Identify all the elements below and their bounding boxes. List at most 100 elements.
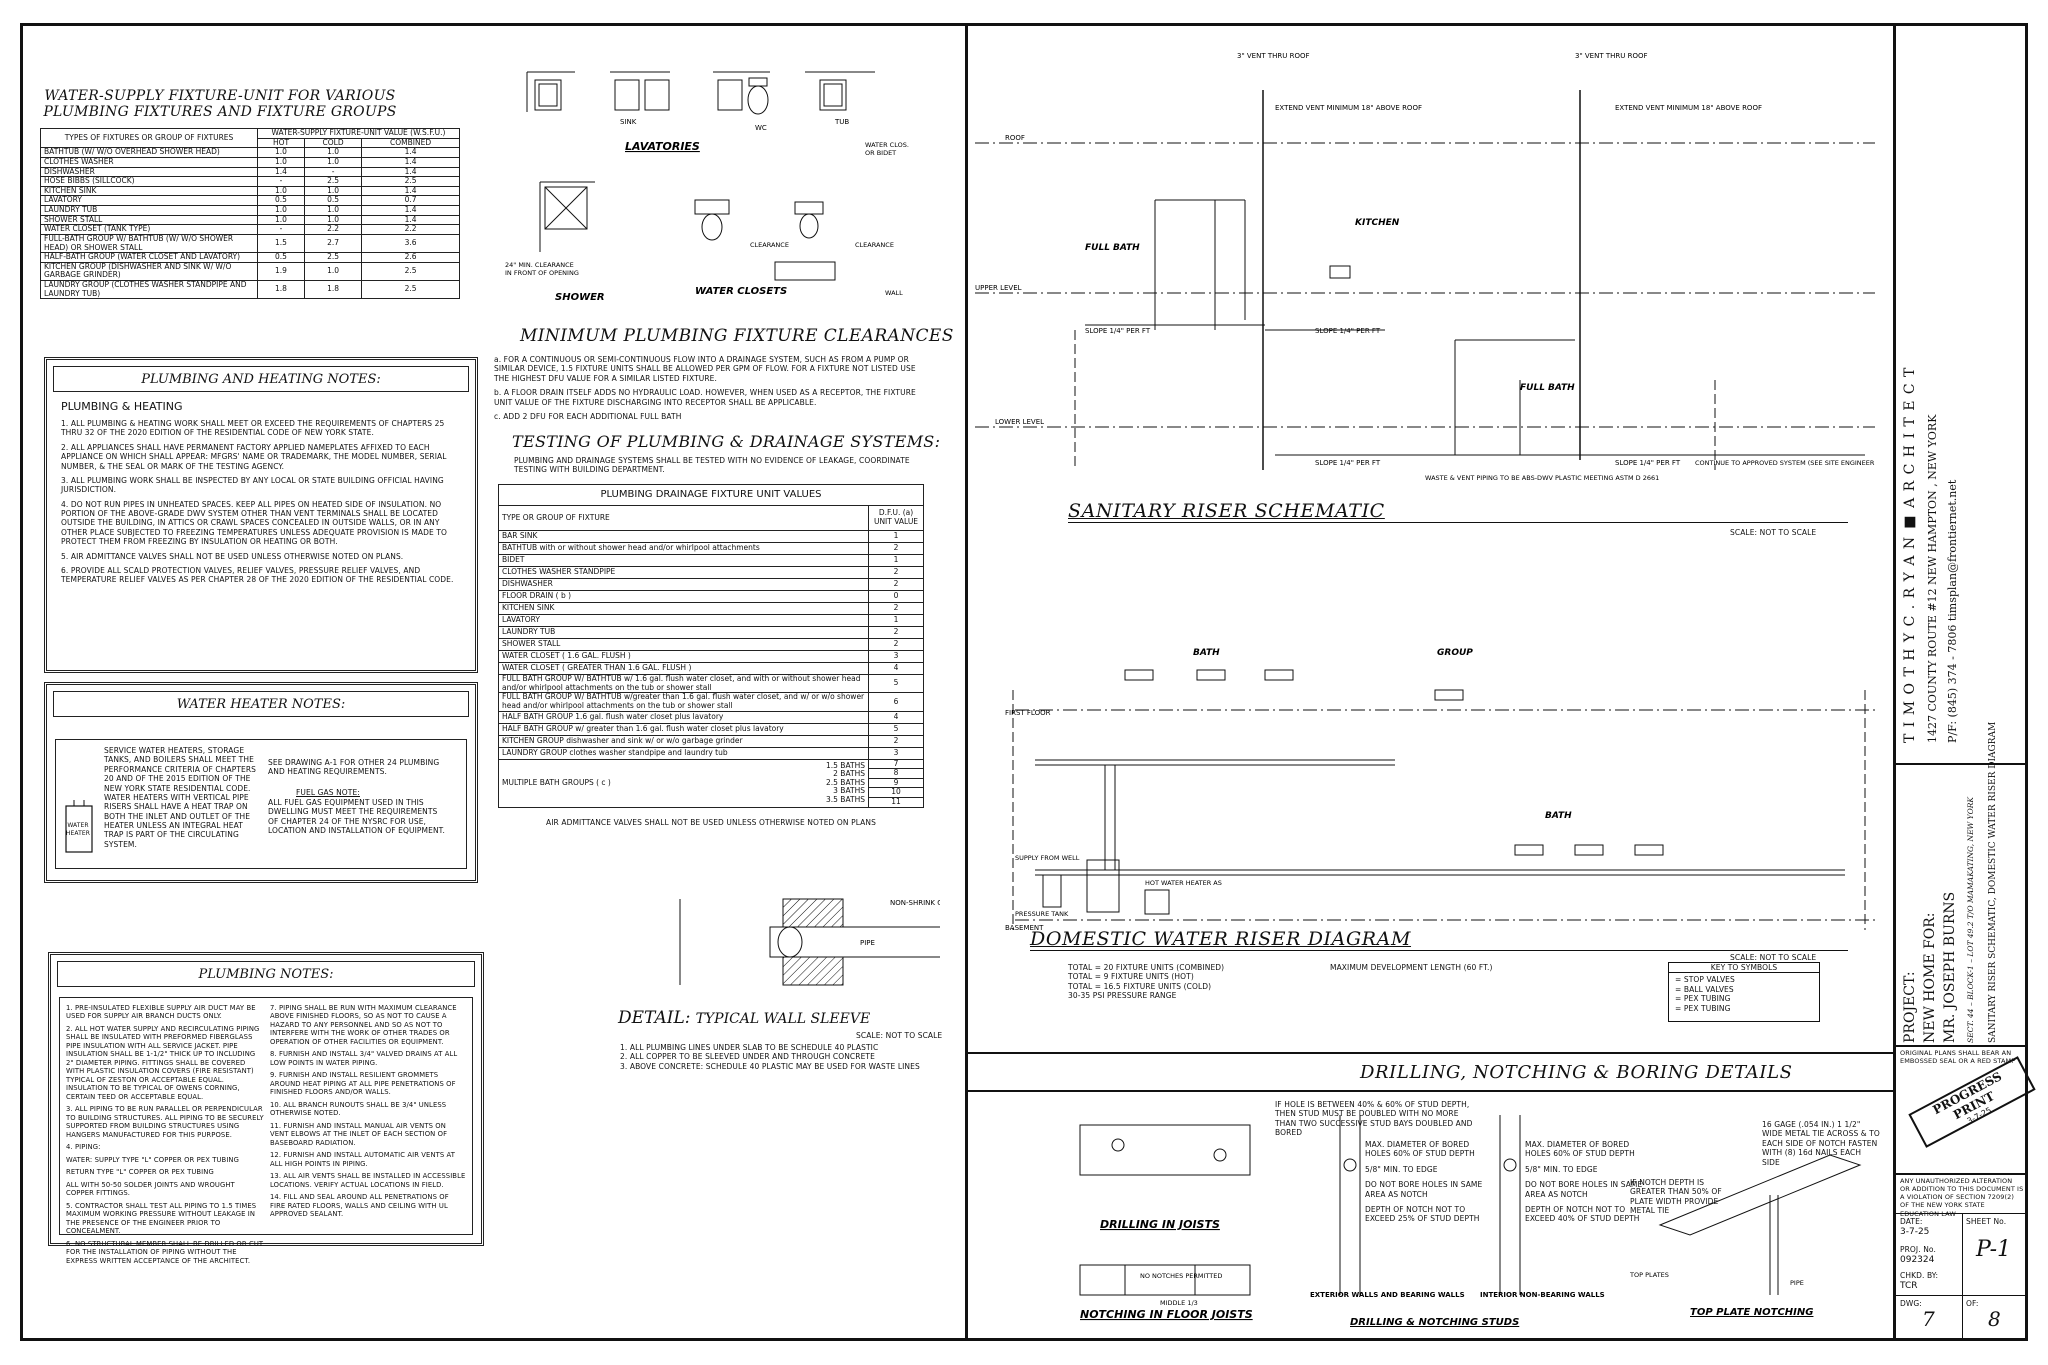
plumbing-note-item: 3. ALL PIPING TO BE RUN PARALLEL OR PERP… (66, 1105, 264, 1139)
dfu-row: HALF BATH GROUP w/ greater than 1.6 gal.… (498, 722, 924, 736)
wsfu-row: BATHTUB (W/ W/O OVERHEAD SHOWER HEAD)1.0… (40, 147, 460, 158)
wsfu-cell-combined: 2.6 (361, 252, 460, 263)
architect-name: T I M O T H Y C . R Y A N ■ A R C H I T … (1902, 366, 1918, 743)
dfu-row: FULL BATH GROUP W/ BATHTUB w/ 1.6 gal. f… (498, 673, 924, 694)
dfu-title: PLUMBING DRAINAGE FIXTURE UNIT VALUES (498, 484, 924, 506)
sheet-no-label: SHEET No. (1966, 1217, 2007, 1226)
wsfu-cell-combined: 1.4 (361, 205, 460, 216)
water-riser-diagram: FIRST FLOOR BASEMENT BATH GROUP BATH HOT… (1005, 648, 1875, 932)
wsfu-table: TYPES OF FIXTURES OR GROUP OF FIXTURES W… (40, 127, 460, 300)
wall-sleeve-notes: 1. ALL PLUMBING LINES UNDER SLAB TO BE S… (620, 1043, 940, 1071)
wsfu-cell-combined: 2.5 (361, 176, 460, 187)
plumbing-heating-item: 2. ALL APPLIANCES SHALL HAVE PERMANENT F… (61, 442, 447, 471)
dfu-cell-value: 1 (868, 614, 924, 627)
plumbing-heating-subtitle: PLUMBING & HEATING (61, 400, 183, 413)
label-pipe: PIPE (860, 939, 875, 947)
top-plates-label: TOP PLATES (1629, 1271, 1669, 1279)
wsfu-cell-name: FULL-BATH GROUP W/ BATHTUB (W/ W/O SHOWE… (40, 233, 258, 254)
tie-note: 16 GAGE (.054 IN.) 1 1/2" WIDE METAL TIE… (1762, 1120, 1880, 1167)
plumbing-heating-notes: PLUMBING AND HEATING NOTES: PLUMBING & H… (44, 357, 478, 673)
project-name: NEW HOME FOR: (1922, 912, 1938, 1043)
wsfu-title-1: WATER-SUPPLY FIXTURE-UNIT FOR VARIOUS (44, 88, 396, 104)
drilling-studs-label: DRILLING & NOTCHING STUDS (1350, 1317, 1519, 1328)
dfu-cell-name: FLOOR DRAIN ( b ) (498, 590, 869, 603)
wsfu-cell-combined: 2.5 (361, 261, 460, 282)
dfu-col-value: D.F.U. (a) UNIT VALUE (868, 505, 924, 531)
dfu-cell-name: LAUNDRY TUB (498, 626, 869, 639)
plumbing-note-item: 10. ALL BRANCH RUNOUTS SHALL BE 3/4" UNL… (270, 1100, 447, 1118)
dfu-cell-value: 5 (868, 673, 924, 694)
interior-note: DEPTH OF NOTCH NOT TO EXCEED 40% OF STUD… (1525, 1204, 1640, 1224)
wsfu-cell-hot: 1.0 (256, 205, 306, 216)
wall-sleeve-note: 1. ALL PLUMBING LINES UNDER SLAB TO BE S… (620, 1043, 879, 1052)
lot-info: SECT. 44 – BLOCK-1 – LOT 49.2 T/O MAMAKA… (1966, 797, 1975, 1043)
water-heater-label: WATER HEATER (65, 822, 91, 837)
drilling-divider-2 (965, 1090, 1895, 1092)
wall-sleeve-note: 3. ABOVE CONCRETE: SCHEDULE 40 PLASTIC M… (620, 1061, 920, 1071)
vent-1-label: 3" VENT THRU ROOF (1237, 52, 1310, 60)
wall-sleeve-title: DETAIL: TYPICAL WALL SLEEVE (618, 1008, 870, 1028)
no-notches-label: NO NOTCHES PERMITTED (1140, 1272, 1222, 1280)
full-bath-label: FULL BATH (1085, 243, 1140, 253)
wsfu-cell-cold: 1.0 (304, 156, 363, 168)
plumbing-note-item: 13. ALL AIR VENTS SHALL BE INSTALLED IN … (270, 1172, 466, 1189)
wsfu-cell-cold: 1.0 (304, 261, 363, 282)
wall-sleeve-diagram: PIPE NON-SHRINK GROUT (679, 898, 940, 986)
dfu-cell-value: 4 (868, 662, 924, 675)
bath-2-label: BATH (1545, 811, 1572, 821)
legal-note: ANY UNAUTHORIZED ALTERATION OR ADDITION … (1900, 1177, 2024, 1218)
label-wall: WALL (885, 289, 903, 297)
clearances-title: MINIMUM PLUMBING FIXTURE CLEARANCES (520, 326, 954, 346)
middle-third-label: MIDDLE 1/3 (1160, 1299, 1198, 1307)
extend-vent-1: EXTEND VENT MINIMUM 18" ABOVE ROOF (1275, 104, 1422, 112)
shower-title: SHOWER (555, 292, 605, 303)
dfu-cell-value: 2 (868, 566, 924, 579)
basement-label: BASEMENT (1005, 924, 1044, 932)
plumbing-notes: PLUMBING NOTES: 1. PRE-INSULATED FLEXIBL… (48, 952, 484, 1265)
dfu-table: PLUMBING DRAINAGE FIXTURE UNIT VALUES TY… (498, 484, 924, 808)
tank-label: PRESSURE TANK (1015, 910, 1069, 918)
lavatories-title: LAVATORIES (625, 140, 700, 153)
plumbing-note-item: 12. FURNISH AND INSTALL AUTOMATIC AIR VE… (270, 1151, 456, 1168)
water-riser-total: TOTAL = 9 FIXTURE UNITS (HOT) (1068, 972, 1194, 982)
water-closets-title: WATER CLOSETS (695, 286, 787, 297)
dfu-cell-value: 0 (868, 590, 924, 603)
key-item: = PEX TUBING (1675, 1003, 1731, 1013)
roof-label: ROOF (1005, 134, 1025, 142)
slope-label-4: SLOPE 1/4" PER FT (1615, 459, 1681, 467)
wsfu-cell-hot: 0.5 (256, 252, 306, 263)
proj-no-value: 092324 (1900, 1255, 1935, 1265)
drilling-title: DRILLING, NOTCHING & BORING DETAILS (1360, 1062, 1793, 1083)
wsfu-cell-combined: 2.5 (361, 279, 460, 300)
dfu-cell-name: BATHTUB with or without shower head and/… (498, 542, 869, 555)
wsfu-cell-cold: 1.0 (304, 147, 363, 158)
fuel-gas-text: ALL FUEL GAS EQUIPMENT USED IN THIS DWEL… (268, 798, 445, 836)
wsfu-cell-cold: 1.0 (304, 205, 363, 216)
sheet-no-value: P-1 (1976, 1237, 2012, 1262)
plumbing-note-item: 1. PRE-INSULATED FLEXIBLE SUPPLY AIR DUC… (66, 1004, 256, 1021)
plumbing-notes-title: PLUMBING NOTES: (198, 966, 334, 982)
dfu-cell-name: FULL BATH GROUP W/ BATHTUB w/ 1.6 gal. f… (498, 673, 869, 694)
water-riser-total: TOTAL = 20 FIXTURE UNITS (COMBINED) (1068, 963, 1225, 972)
plumbing-notes-right: 7. PIPING SHALL BE RUN WITH MAXIMUM CLEA… (270, 1004, 466, 1223)
plumbing-heating-item: 6. PROVIDE ALL SCALD PROTECTION VALVES, … (61, 565, 454, 585)
label-clearance-1: CLEARANCE (750, 241, 789, 249)
dfu-cell-name: SHOWER STALL (498, 638, 869, 651)
exterior-note: DO NOT BORE HOLES IN SAME AREA AS NOTCH (1365, 1180, 1483, 1199)
of-value: 8 (1988, 1307, 2001, 1331)
dfu-cell-name: KITCHEN GROUP dishwasher and sink w/ or … (498, 734, 869, 748)
dfu-cell-name: CLOTHES WASHER STANDPIPE (498, 566, 869, 579)
sanitary-underline (1068, 522, 1848, 523)
wsfu-table-section: WATER-SUPPLY FIXTURE-UNIT FOR VARIOUS PL… (40, 88, 470, 300)
upper-level-label: UPPER LEVEL (975, 284, 1022, 292)
sanitary-title: SANITARY RISER SCHEMATIC (1068, 500, 1385, 522)
extend-vent-2: EXTEND VENT MINIMUM 18" ABOVE ROOF (1615, 104, 1762, 112)
water-riser-title: DOMESTIC WATER RISER DIAGRAM (1030, 928, 1412, 950)
dwg-value: 7 (1922, 1307, 1935, 1331)
dfu-cell-value: 2 (868, 602, 924, 615)
